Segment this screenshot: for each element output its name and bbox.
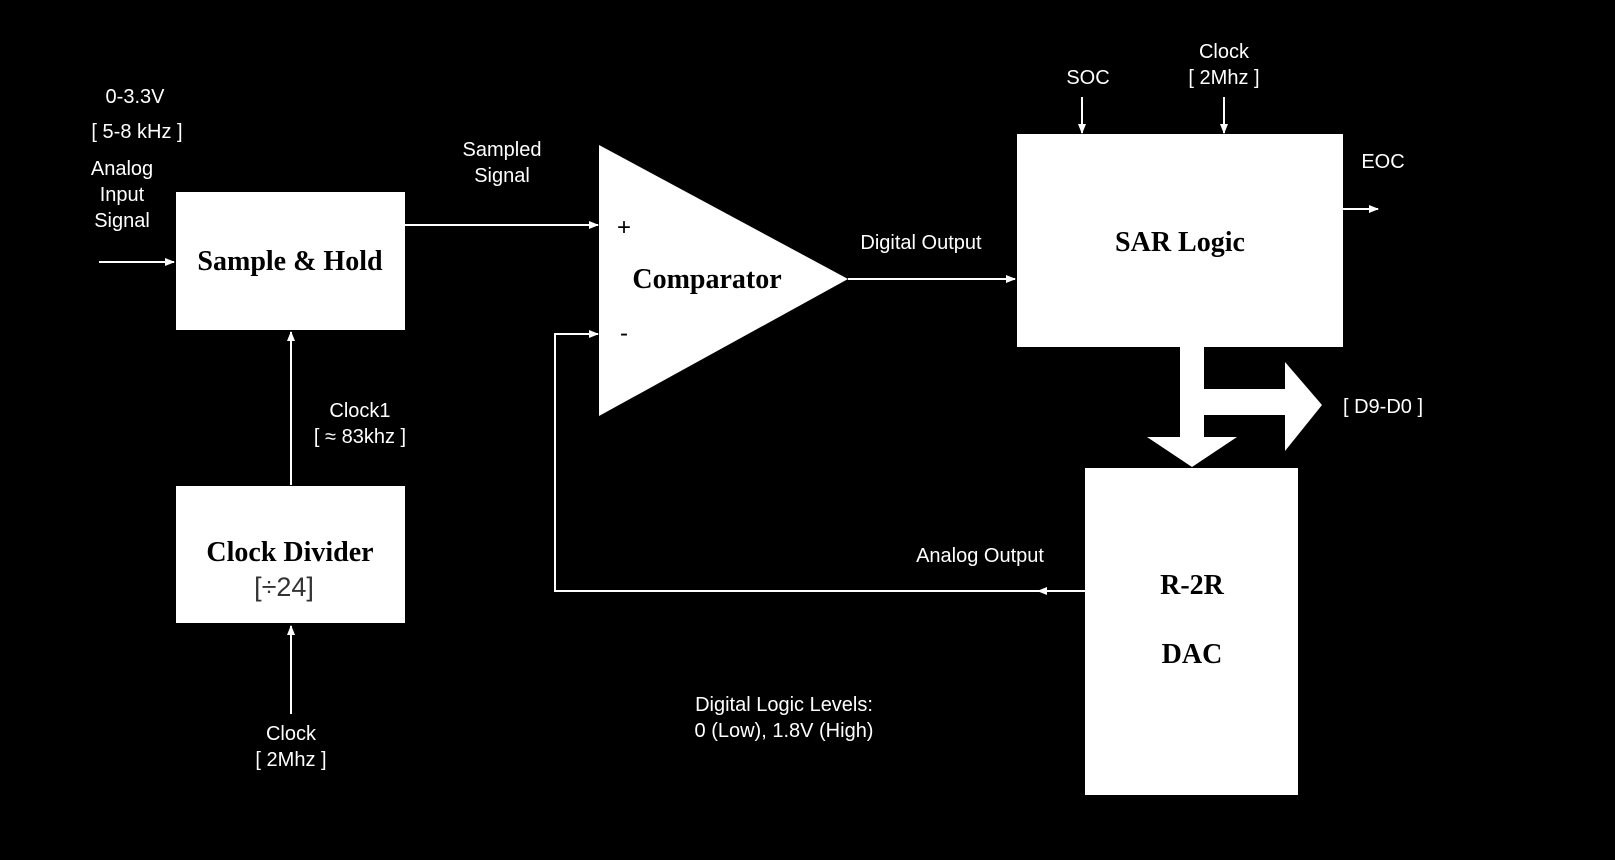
input-label-line3: Signal [94,210,150,232]
eoc-label: EOC [1361,151,1404,173]
data-bus-output-arrow [1204,362,1322,451]
comparator-block: + - Comparator [599,145,848,416]
clock-input-label-line2: [ 2Mhz ] [255,749,326,771]
logic-levels-note-line1: Digital Logic Levels: [695,694,873,716]
clock-divider-ratio: [÷24] [254,572,314,602]
comparator-plus-sign: + [617,214,631,241]
analog-output-label: Analog Output [916,545,1044,567]
logic-levels-note-line2: 0 (Low), 1.8V (High) [695,720,874,742]
digital-output-label: Digital Output [860,232,982,254]
sample-hold-block: Sample & Hold [176,192,405,330]
clock1-label-line2: [ ≈ 83khz ] [314,426,406,448]
clock1-label-line1: Clock1 [329,400,390,422]
sar-clock-label-line2: [ 2Mhz ] [1188,67,1259,89]
soc-label: SOC [1066,67,1109,89]
feedback-wire [554,330,1040,592]
data-bus-label: [ D9-D0 ] [1343,396,1423,418]
sample-hold-title: Sample & Hold [197,246,383,277]
input-frequency-label: [ 5-8 kHz ] [91,121,182,143]
sampled-signal-label-line2: Signal [474,165,530,187]
bus-to-dac-arrow [1147,347,1237,467]
dac-block: R-2R DAC [1085,468,1298,795]
dac-title-line1: R-2R [1160,570,1225,601]
sampled-signal-label-line1: Sampled [463,139,542,161]
dac-title-line2: DAC [1162,639,1223,670]
comparator-title: Comparator [632,264,781,295]
clock-divider-title: Clock Divider [206,537,373,568]
sar-logic-block: SAR Logic [1017,134,1343,347]
clock-input-label-line1: Clock [266,723,317,745]
sar-clock-label-line1: Clock [1199,41,1250,63]
input-label-line2: Input [100,184,145,206]
clock-divider-block: Clock Divider [÷24] [176,486,405,623]
input-label-line1: Analog [91,158,153,180]
sar-logic-title: SAR Logic [1115,227,1245,258]
input-range-label: 0-3.3V [106,86,166,108]
comparator-minus-sign: - [620,320,628,347]
